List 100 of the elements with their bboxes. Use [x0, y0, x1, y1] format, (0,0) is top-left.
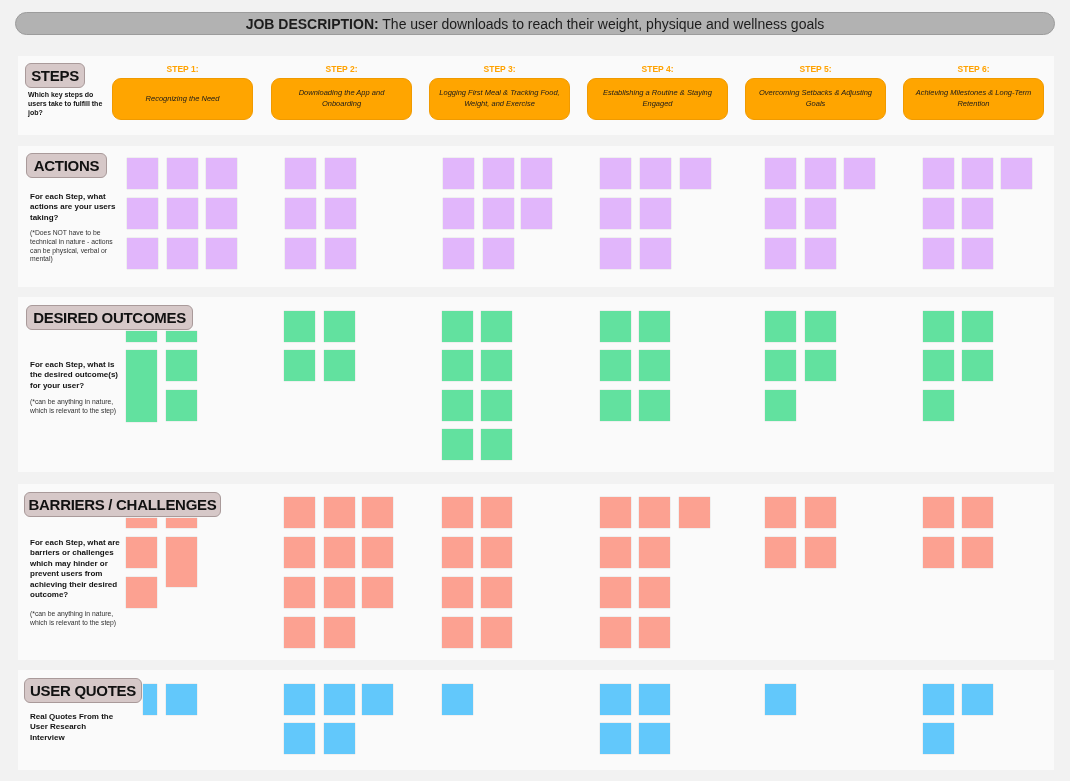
sticky-note [600, 311, 631, 342]
sticky-note [167, 158, 198, 189]
sticky-note [765, 537, 796, 568]
sticky-note [167, 198, 198, 229]
sticky-note [442, 577, 473, 608]
section-heading: STEPS [25, 63, 85, 88]
sticky-note [127, 158, 158, 189]
sticky-note [680, 158, 711, 189]
sticky-note [362, 537, 393, 568]
step-label: STEP 6: [957, 64, 990, 75]
sticky-note [284, 311, 315, 342]
sticky-note [442, 390, 473, 421]
sticky-note [443, 238, 474, 269]
sticky-note [166, 331, 197, 342]
sticky-note [805, 311, 836, 342]
sticky-note [923, 723, 954, 754]
section-heading: BARRIERS / CHALLENGES [24, 492, 221, 517]
sticky-note [600, 350, 631, 381]
sticky-note [600, 617, 631, 648]
step-label: STEP 3: [483, 64, 516, 75]
sticky-note [483, 238, 514, 269]
sticky-note [325, 238, 356, 269]
section-prompt: For each Step, what is the desired outcome(s) for your user? [30, 360, 119, 392]
sticky-note [521, 158, 552, 189]
section-prompt: For each Step, what actions are your users taking? [30, 192, 117, 224]
sticky-note [166, 537, 197, 587]
section-panel [18, 484, 1054, 660]
sticky-note [639, 390, 670, 421]
sticky-note [481, 390, 512, 421]
section-heading: ACTIONS [26, 153, 107, 178]
sticky-note [640, 158, 671, 189]
sticky-note [639, 617, 670, 648]
sticky-note [962, 537, 993, 568]
step-label: STEP 2: [325, 64, 358, 75]
sticky-note [639, 537, 670, 568]
sticky-note [805, 238, 836, 269]
sticky-note [679, 497, 710, 528]
section-panel [18, 56, 1054, 135]
sticky-note [442, 684, 473, 715]
sticky-note [362, 577, 393, 608]
sticky-note [481, 429, 512, 460]
sticky-note [923, 390, 954, 421]
sticky-note [285, 198, 316, 229]
sticky-note [127, 198, 158, 229]
sticky-note [962, 158, 993, 189]
section-heading: USER QUOTES [24, 678, 142, 703]
sticky-note [923, 158, 954, 189]
sticky-note [284, 537, 315, 568]
sticky-note [1001, 158, 1032, 189]
sticky-note [481, 497, 512, 528]
sticky-note [324, 617, 355, 648]
sticky-note [126, 577, 157, 608]
sticky-note [639, 723, 670, 754]
sticky-note [284, 577, 315, 608]
sticky-note [962, 497, 993, 528]
sticky-note [284, 350, 315, 381]
sticky-note [442, 497, 473, 528]
sticky-note [805, 198, 836, 229]
sticky-note [600, 390, 631, 421]
sticky-note [143, 684, 157, 715]
sticky-note [805, 497, 836, 528]
sticky-note [284, 497, 315, 528]
sticky-note [600, 158, 631, 189]
sticky-note [324, 497, 355, 528]
section-panel [18, 146, 1054, 287]
sticky-note [962, 350, 993, 381]
sticky-note [483, 158, 514, 189]
title-text: JOB DESCRIPTION: The user downloads to reach their weight, physique and wellness goals [245, 15, 825, 32]
section-prompt: Real Quotes From the User Research Interview [30, 712, 115, 744]
sticky-note [805, 537, 836, 568]
sticky-note [324, 350, 355, 381]
sticky-note [206, 238, 237, 269]
sticky-note [923, 238, 954, 269]
sticky-note [600, 497, 631, 528]
sticky-note [923, 311, 954, 342]
sticky-note [640, 198, 671, 229]
sticky-note [324, 311, 355, 342]
sticky-note [639, 350, 670, 381]
sticky-note [285, 158, 316, 189]
sticky-note [166, 350, 197, 381]
sticky-note [443, 198, 474, 229]
sticky-note [600, 684, 631, 715]
sticky-note [324, 684, 355, 715]
sticky-note [206, 198, 237, 229]
sticky-note [126, 518, 157, 528]
sticky-note [324, 537, 355, 568]
sticky-note [765, 198, 796, 229]
step-label: STEP 5: [799, 64, 832, 75]
sticky-note [442, 429, 473, 460]
sticky-note [127, 238, 158, 269]
sticky-note [765, 350, 796, 381]
sticky-note [362, 684, 393, 715]
sticky-note [962, 238, 993, 269]
sticky-note [324, 577, 355, 608]
sticky-note [442, 350, 473, 381]
sticky-note [442, 617, 473, 648]
sticky-note [765, 238, 796, 269]
sticky-note [166, 684, 197, 715]
sticky-note [600, 577, 631, 608]
sticky-note [639, 311, 670, 342]
